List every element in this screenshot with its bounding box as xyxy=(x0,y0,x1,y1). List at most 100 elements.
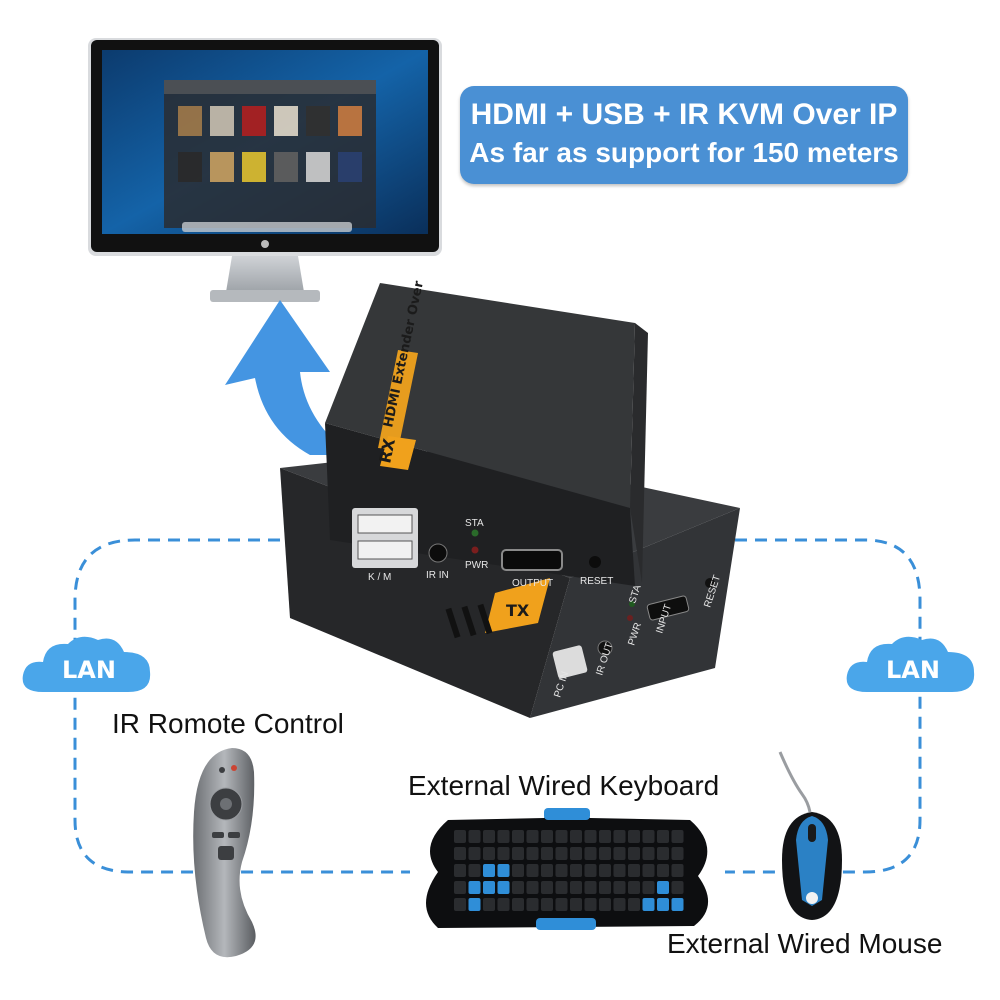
lan-left-label: LAN xyxy=(62,656,116,684)
mouse-caption: External Wired Mouse xyxy=(667,928,943,959)
km-label: K / M xyxy=(368,572,391,583)
keyboard-key xyxy=(483,864,495,877)
keyboard-key xyxy=(555,881,568,894)
keyboard-key xyxy=(555,830,568,843)
keyboard-key xyxy=(526,847,539,860)
keyboard-key xyxy=(497,830,510,843)
mouse-illustration xyxy=(778,751,842,920)
keyboard-key xyxy=(657,898,669,911)
keyboard-key xyxy=(555,898,568,911)
rx-badge: RX xyxy=(375,436,399,465)
keyboard-caption: External Wired Keyboard xyxy=(408,770,720,801)
keyboard-illustration xyxy=(426,808,709,930)
keyboard-key xyxy=(599,864,611,877)
keyboard-key xyxy=(642,881,655,894)
keyboard-key xyxy=(468,830,481,843)
keyboard-key xyxy=(584,864,597,877)
keyboard-key xyxy=(497,847,510,860)
keyboard-key xyxy=(541,830,553,843)
keyboard-key xyxy=(512,864,524,877)
keyboard-key xyxy=(628,898,640,911)
banner-title: HDMI + USB + IR KVM Over IP xyxy=(470,98,898,131)
keyboard-key xyxy=(671,830,684,843)
keyboard-key xyxy=(657,864,669,877)
rx-pwr-label: PWR xyxy=(465,560,488,571)
rx-reset-label: RESET xyxy=(580,576,613,587)
keyboard-key xyxy=(483,881,495,894)
keyboard-key xyxy=(628,864,640,877)
keyboard-key xyxy=(468,881,481,894)
keyboard-key xyxy=(570,881,582,894)
output-label: OUTPUT xyxy=(512,578,553,589)
keyboard-key xyxy=(671,847,684,860)
keyboard-key xyxy=(599,830,611,843)
keyboard-key xyxy=(555,864,568,877)
keyboard-key xyxy=(570,830,582,843)
keyboard-key xyxy=(570,864,582,877)
keyboard-key xyxy=(671,881,684,894)
keyboard-key xyxy=(642,864,655,877)
keyboard-key xyxy=(497,881,510,894)
keyboard-key xyxy=(541,898,553,911)
keyboard-key xyxy=(468,847,481,860)
keyboard-key xyxy=(613,881,626,894)
keyboard-key xyxy=(570,847,582,860)
extender-devices: TX PC IN IR OUT PWR STA INPUT RESET HDMI… xyxy=(280,278,740,718)
keyboard-key xyxy=(628,881,640,894)
keyboard-key xyxy=(555,847,568,860)
keyboard-key xyxy=(512,830,524,843)
keyboard-key xyxy=(613,847,626,860)
keyboard-key xyxy=(584,847,597,860)
keyboard-key xyxy=(454,898,466,911)
keyboard-key xyxy=(541,864,553,877)
keyboard-key xyxy=(512,898,524,911)
keyboard-key xyxy=(541,881,553,894)
keyboard-key xyxy=(584,881,597,894)
ir-remote-illustration xyxy=(193,748,256,958)
keyboard-key xyxy=(628,847,640,860)
receiver-unit: HDMI Extender Over Ethernet RX K / M IR … xyxy=(325,278,648,589)
keyboard-key xyxy=(613,864,626,877)
keyboard-key xyxy=(642,847,655,860)
keyboard-key xyxy=(497,864,510,877)
keyboard-key xyxy=(483,898,495,911)
feature-banner: HDMI + USB + IR KVM Over IP As far as su… xyxy=(460,86,908,184)
keyboard-key xyxy=(613,898,626,911)
keyboard-key xyxy=(657,830,669,843)
keyboard-key xyxy=(613,830,626,843)
curved-arrow-icon xyxy=(225,300,350,455)
keyboard-key xyxy=(454,830,466,843)
monitor-illustration xyxy=(88,38,442,302)
keyboard-key xyxy=(671,898,684,911)
keyboard-key xyxy=(642,898,655,911)
keyboard-key xyxy=(526,898,539,911)
keyboard-key xyxy=(454,847,466,860)
keyboard-key xyxy=(483,847,495,860)
keyboard-key xyxy=(454,864,466,877)
keyboard-key xyxy=(584,830,597,843)
keyboard-key xyxy=(512,847,524,860)
keyboard-key xyxy=(584,898,597,911)
ir-remote-caption: IR Romote Control xyxy=(112,708,344,739)
ir-in-label: IR IN xyxy=(426,570,449,581)
keyboard-key xyxy=(657,881,669,894)
keyboard-key xyxy=(541,847,553,860)
keyboard-key xyxy=(497,898,510,911)
keyboard-key xyxy=(483,830,495,843)
keyboard-key xyxy=(468,864,481,877)
rx-sta-label: STA xyxy=(465,518,484,529)
keyboard-key xyxy=(657,847,669,860)
keyboard-key xyxy=(599,881,611,894)
keyboard-key xyxy=(526,864,539,877)
keyboard-key xyxy=(512,881,524,894)
lan-cloud-left-icon: LAN xyxy=(22,636,151,692)
keyboard-key xyxy=(599,898,611,911)
keyboard-key xyxy=(454,881,466,894)
keyboard-key xyxy=(599,847,611,860)
lan-right-label: LAN xyxy=(886,656,940,684)
svg-text:TX: TX xyxy=(506,601,530,620)
keyboard-key xyxy=(526,830,539,843)
keyboard-key xyxy=(671,864,684,877)
keyboard-key xyxy=(468,898,481,911)
